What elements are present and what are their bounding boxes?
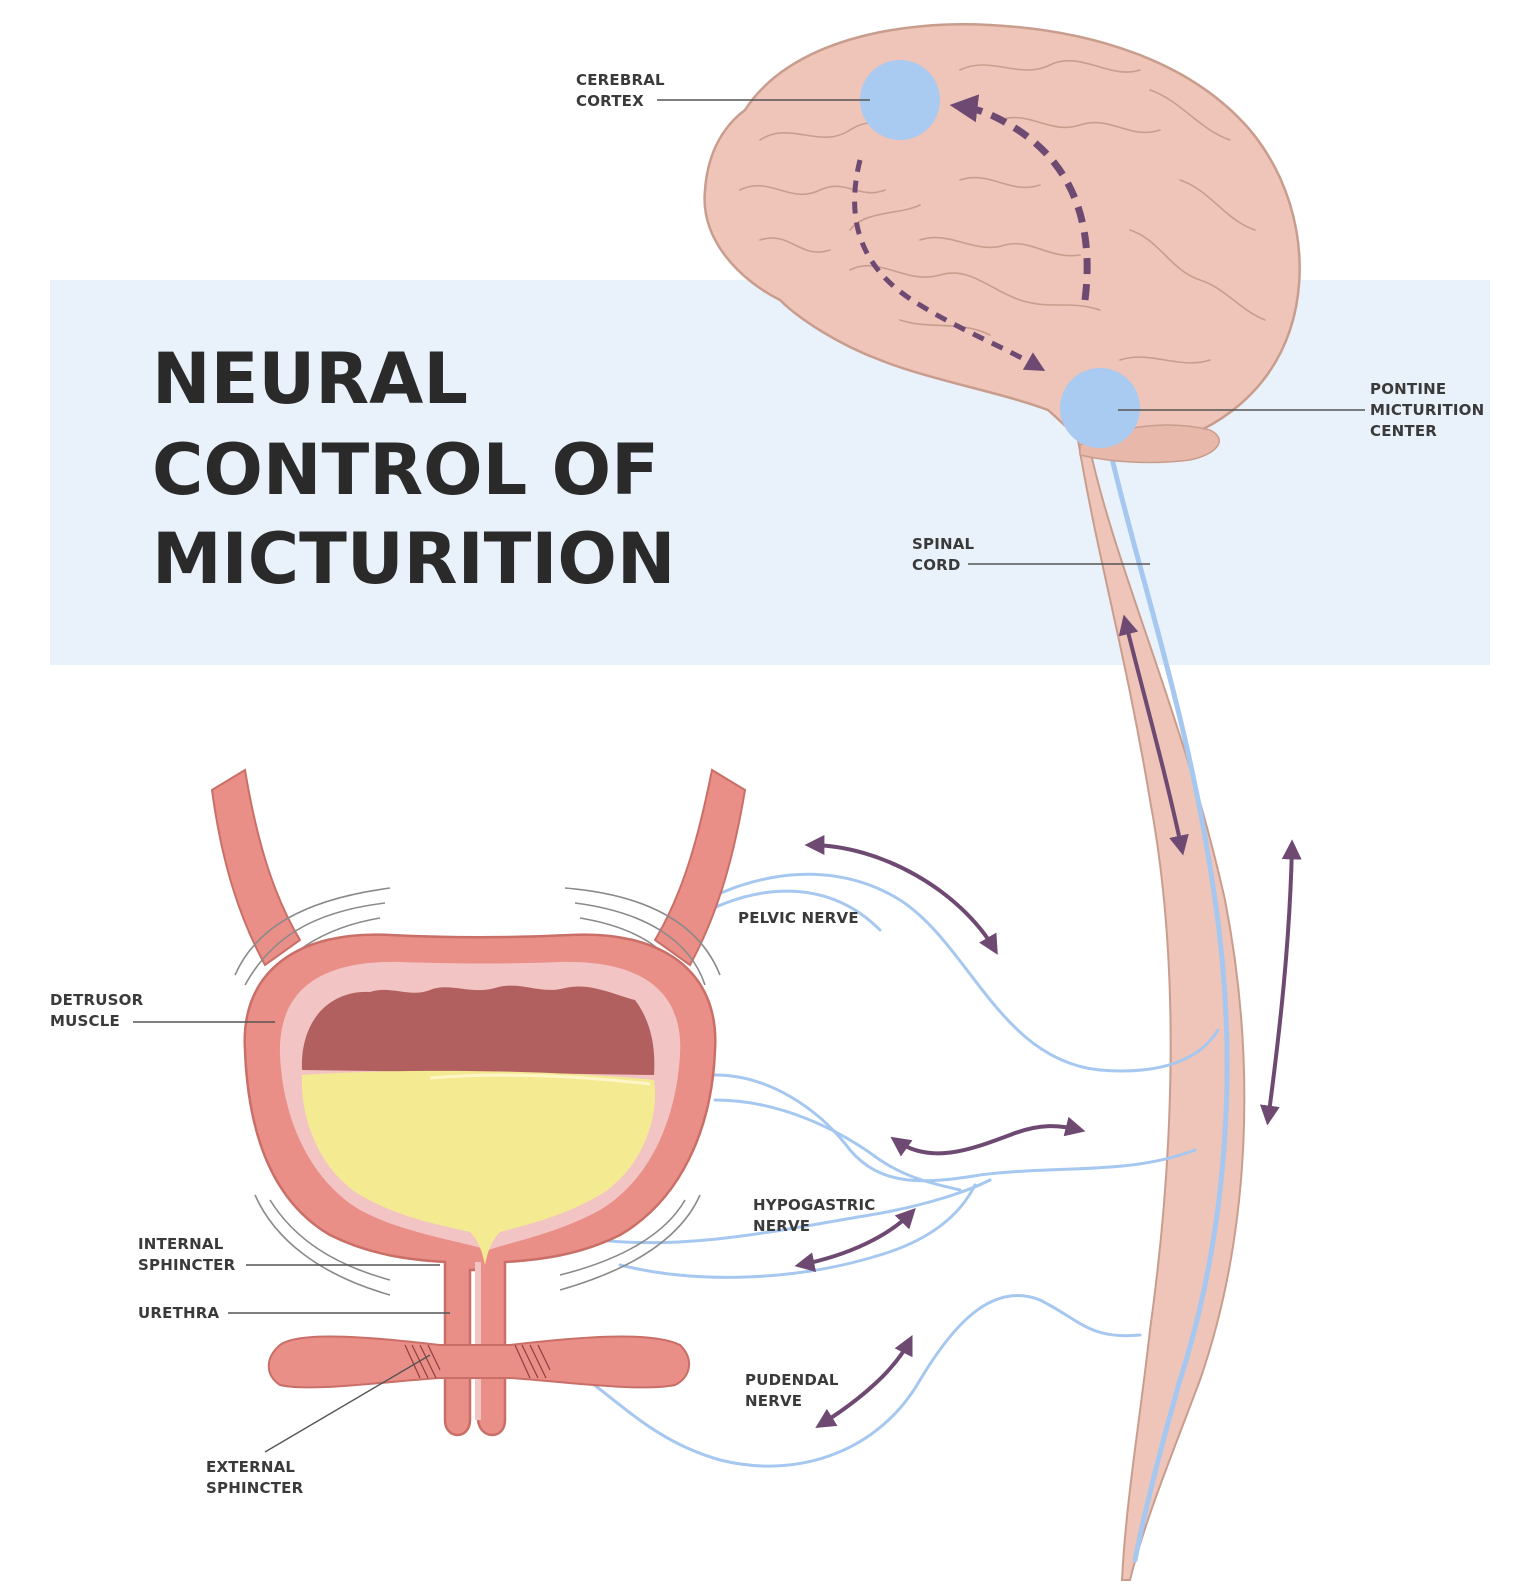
svg-text:SPHINCTER: SPHINCTER [206,1479,304,1497]
svg-text:PUDENDAL: PUDENDAL [745,1371,839,1389]
arrow-spinal-lower [1268,845,1292,1120]
title-line-2: CONTROL OF [152,429,659,511]
svg-text:CEREBRAL: CEREBRAL [576,71,665,89]
title-line-3: MICTURITION [152,518,676,600]
pontine-micturition-center-node [1060,368,1140,448]
svg-text:CORTEX: CORTEX [576,92,644,110]
svg-text:NERVE: NERVE [753,1217,810,1235]
label-hypogastric-nerve: HYPOGASTRIC NERVE [753,1196,875,1235]
svg-text:MICTURITION: MICTURITION [1370,401,1484,419]
arrow-hypogastric-upper [895,1126,1080,1153]
svg-text:NERVE: NERVE [745,1392,802,1410]
svg-text:INTERNAL: INTERNAL [138,1235,224,1253]
svg-text:MUSCLE: MUSCLE [50,1012,120,1030]
svg-text:URETHRA: URETHRA [138,1304,220,1322]
arrow-pelvic [810,845,995,950]
label-detrusor-muscle: DETRUSOR MUSCLE [50,991,144,1030]
title-line-1: NEURAL [152,338,468,420]
cerebral-cortex-node [860,60,940,140]
svg-text:DETRUSOR: DETRUSOR [50,991,144,1009]
svg-text:PELVIC NERVE: PELVIC NERVE [738,909,859,927]
svg-text:SPHINCTER: SPHINCTER [138,1256,236,1274]
label-external-sphincter: EXTERNAL SPHINCTER [206,1458,304,1497]
svg-text:EXTERNAL: EXTERNAL [206,1458,295,1476]
label-internal-sphincter: INTERNAL SPHINCTER [138,1235,236,1274]
svg-text:SPINAL: SPINAL [912,535,975,553]
svg-text:HYPOGASTRIC: HYPOGASTRIC [753,1196,875,1214]
svg-text:CENTER: CENTER [1370,422,1437,440]
svg-text:CORD: CORD [912,556,961,574]
label-pudendal-nerve: PUDENDAL NERVE [745,1371,839,1410]
label-urethra: URETHRA [138,1304,220,1322]
label-cerebral-cortex: CEREBRAL CORTEX [576,71,665,110]
bladder [212,770,745,1435]
arrow-hypogastric-lower [800,1212,912,1265]
label-pelvic-nerve: PELVIC NERVE [738,909,859,927]
left-ureter [212,770,300,965]
svg-text:PONTINE: PONTINE [1370,380,1446,398]
